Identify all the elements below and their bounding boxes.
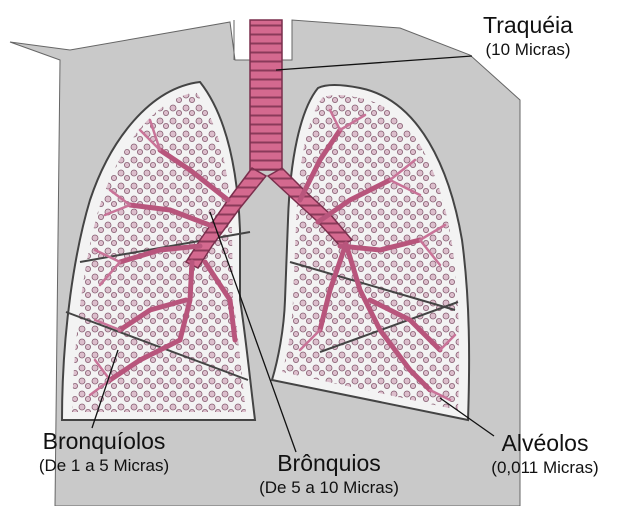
traqueia-size: (10 Micras) <box>462 39 594 61</box>
traqueia-name: Traquéia <box>462 12 594 39</box>
alveolos-name: Alvéolos <box>466 430 624 457</box>
trachea <box>250 20 282 170</box>
bronquiolos-size: (De 1 a 5 Micras) <box>6 455 202 477</box>
bronquios-size: (De 5 a 10 Micras) <box>224 477 434 499</box>
label-bronquiolos: Bronquíolos (De 1 a 5 Micras) <box>6 428 202 477</box>
label-bronquios: Brônquios (De 5 a 10 Micras) <box>224 450 434 499</box>
bronquiolos-name: Bronquíolos <box>6 428 202 455</box>
bronquios-name: Brônquios <box>224 450 434 477</box>
alveolos-size: (0,011 Micras) <box>466 457 624 479</box>
label-traqueia: Traquéia (10 Micras) <box>462 12 594 61</box>
label-alveolos: Alvéolos (0,011 Micras) <box>466 430 624 479</box>
